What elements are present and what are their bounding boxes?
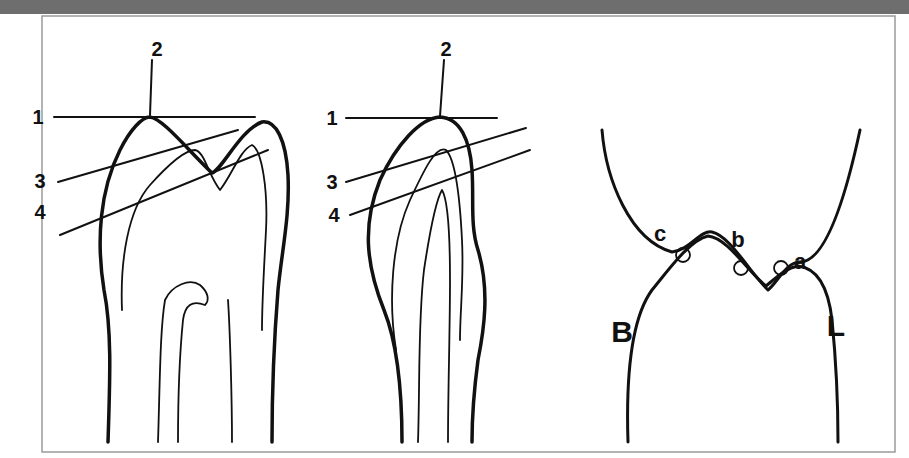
callout-number: 3 bbox=[34, 171, 45, 191]
callout-number: 2 bbox=[440, 39, 451, 59]
side-letter: B bbox=[611, 317, 633, 347]
molar-crown-outline bbox=[100, 117, 288, 442]
molar-dentin-line bbox=[122, 145, 267, 330]
callout-number: 3 bbox=[326, 172, 337, 192]
contact-letter: c bbox=[654, 223, 666, 245]
leader-line bbox=[150, 60, 152, 115]
premolar-pulp bbox=[418, 190, 450, 442]
callout-number: 4 bbox=[328, 205, 339, 225]
upper-tooth-outline bbox=[602, 130, 860, 290]
callout-number: 2 bbox=[151, 39, 162, 59]
callout-number: 1 bbox=[326, 108, 337, 128]
reference-line bbox=[346, 128, 526, 182]
side-letter: L bbox=[827, 311, 845, 341]
reference-line bbox=[350, 150, 530, 215]
molar-pulp bbox=[228, 300, 232, 442]
contact-circle bbox=[676, 248, 690, 262]
reference-line bbox=[60, 150, 268, 235]
scan-band bbox=[0, 0, 909, 14]
callout-number: 1 bbox=[32, 107, 43, 127]
premolar-outline bbox=[368, 117, 485, 442]
contact-letter: a bbox=[794, 251, 806, 273]
contact-circle bbox=[774, 261, 788, 275]
callout-number: 4 bbox=[34, 202, 45, 222]
reference-line bbox=[346, 117, 497, 119]
lower-tooth-outline bbox=[628, 236, 838, 442]
molar-pulp bbox=[158, 282, 208, 442]
figure-frame bbox=[42, 16, 895, 452]
reference-line bbox=[54, 116, 255, 118]
leader-line bbox=[440, 60, 444, 116]
contact-circle bbox=[734, 261, 748, 275]
contact-letter: b bbox=[731, 229, 744, 251]
